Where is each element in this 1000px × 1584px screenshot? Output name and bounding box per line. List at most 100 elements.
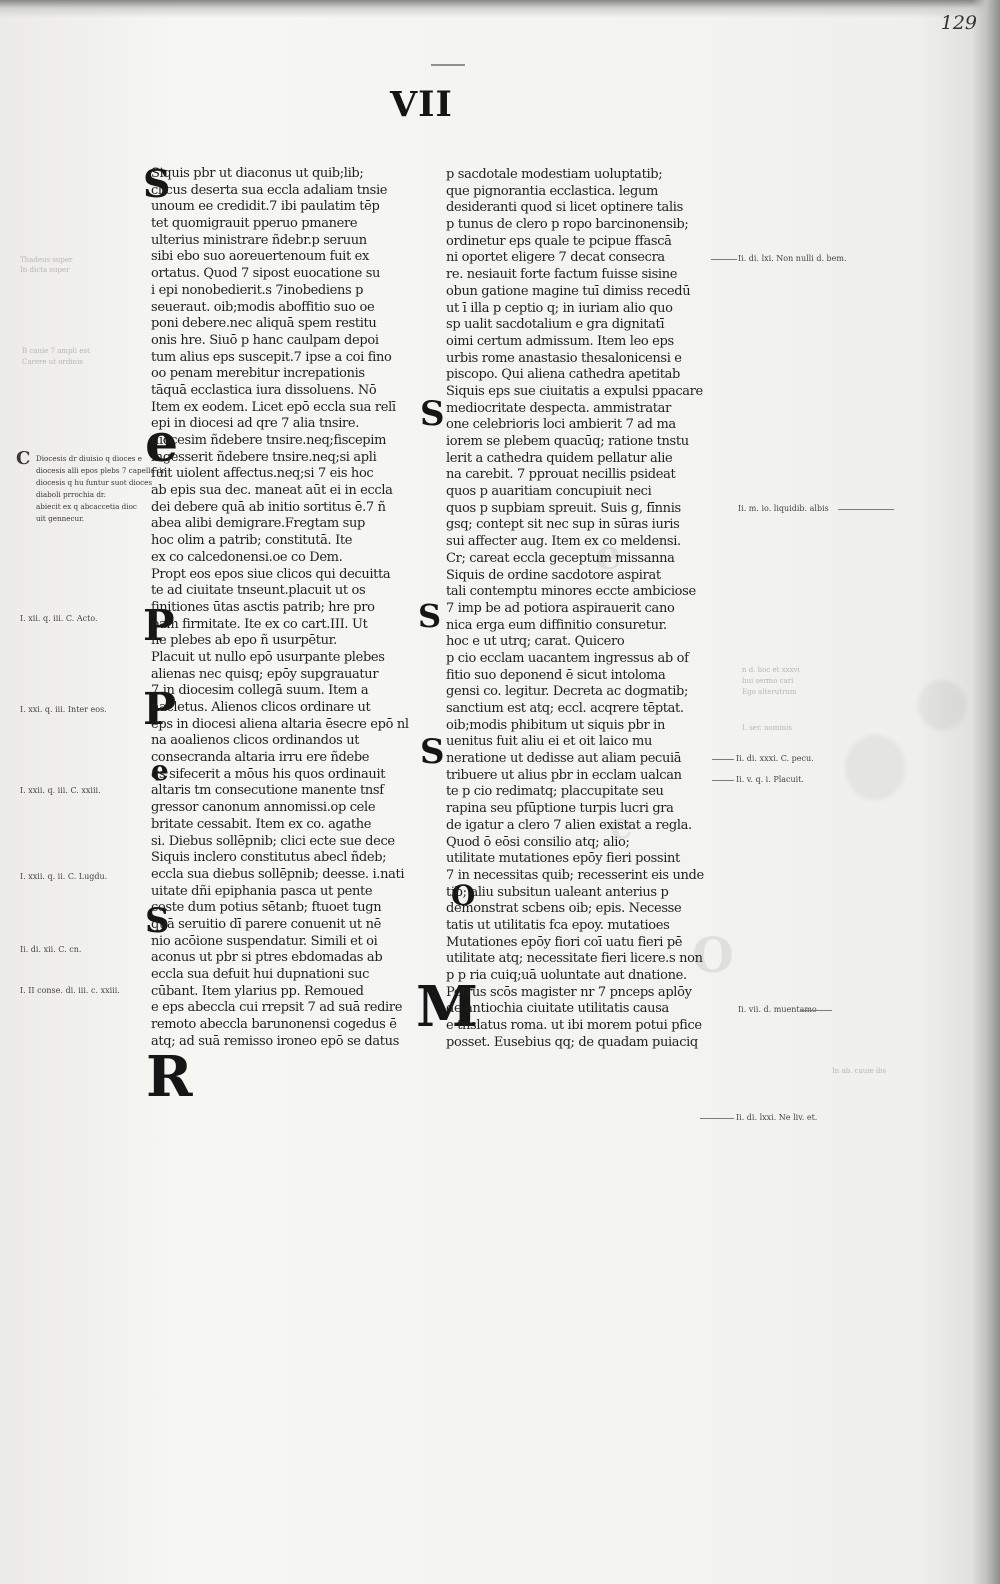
text-line: sui affecter aug. Item ex co meldensi. [446, 534, 681, 550]
text-line: gensi co. legitur. Decreta ac dogmatib; [446, 684, 689, 700]
text-line: cūbant. Item ylarius pp. Remoued [151, 983, 364, 999]
show-through-letter: e [595, 530, 622, 579]
text-line: demonstrat scbens oib; epis. Necesse [446, 901, 682, 917]
text-line: quos p auaritiam concupiuit neci [446, 484, 652, 500]
text-line: urbis rome anastasio thesalonicensi e [446, 350, 682, 366]
text-line: si. Diebus sollēpnib; clici ecte sue dec… [151, 833, 395, 849]
reference-leader-line [800, 1010, 832, 1011]
text-line: tib; aliu subsitun ualeant anterius p [446, 884, 669, 900]
reference-leader-line [700, 1118, 734, 1119]
text-line: oo penam merebitur increpationis [151, 366, 365, 382]
text-line: finitiones ūtas asctis patrib; hre pro [151, 599, 375, 615]
text-line: oib;modis phibitum ut siquis pbr in [446, 717, 665, 733]
text-line: ab epis sua dec. maneat aūt ei in eccla [151, 483, 393, 499]
text-line: te p cio redimatq; placcupitate seu [446, 784, 664, 800]
reference-leader-line [838, 509, 894, 510]
text-line: consecranda altaria irru ere ñdebe [151, 750, 370, 766]
text-line: Propt eos epos siue clicos qui decuitta [151, 566, 391, 582]
text-line: iorem se plebem quacūq; ratione tnstu [446, 434, 689, 449]
text-line: utilitate atq; necessitate fieri licere.… [446, 951, 703, 967]
decorated-initial: R [146, 1044, 193, 1110]
text-line: one celebrioris loci ambierit 7 ad ma [446, 417, 676, 433]
text-line: ordinetur eps quale te pcipue ffascā [446, 233, 672, 249]
text-line: lerit a cathedra quidem pellatur alie [446, 450, 673, 466]
decorated-initial: S [418, 597, 442, 635]
text-line: pam firmitate. Ite ex co cart.III. Ut [151, 616, 368, 632]
faint-margin-note: hui sermo cari [742, 677, 794, 685]
text-line: uitate dñi epiphania pasca ut pente [151, 883, 373, 899]
left-margin-reference: I. xxii. q. iii. C. xxiii. [20, 786, 101, 795]
text-line: diocesim ñdebere tnsire.neq;fiscepim [151, 433, 387, 448]
gloss-line: Diocesis dr diuisio q dioces e [36, 454, 142, 463]
text-line: Item ex eodem. Licet epō eccla sua relī [151, 399, 396, 415]
text-line: coste dum potius sētanb; ftuoet tugn [151, 900, 382, 916]
text-line: ni oportet eligere 7 decat consecra [446, 250, 665, 266]
text-line: tet quomigrauit pperuo pmanere [151, 216, 358, 232]
decorated-initial: M [416, 974, 478, 1040]
text-line: uenitus fuit aliu ei et oit laico mu [446, 734, 653, 750]
show-through-letter: e [610, 805, 633, 847]
right-margin-reference: Ii. di. lxxi. Ne liv. et. [736, 1113, 818, 1122]
text-line: clicus deserta sua eccla adaliam tnsie [151, 182, 388, 198]
decorated-initial: e [151, 754, 169, 787]
text-line: na carebit. 7 pprouat necillis psideat [446, 467, 676, 483]
left-margin-reference: I. II conse. di. iii. c. xxiii. [20, 986, 120, 995]
text-line: ut ī illa p ceptio q; in iuriam alio quo [446, 300, 673, 316]
reference-leader-line [712, 759, 734, 760]
text-line: sanctium est atq; eccl. acqrere tēptat. [446, 701, 684, 716]
text-line: p sacdotale modestiam uoluptatib; [446, 167, 663, 182]
page-smudge [845, 735, 905, 800]
text-line: britate cessabit. Item ex co. agathe [151, 816, 372, 832]
left-margin-reference: Ii. di. xii. C. cn. [20, 945, 82, 954]
right-margin-reference: Ii. di. lxi. Non nulli d. bem. [738, 254, 847, 263]
left-margin-reference: I. xii. q. iii. C. Acto. [20, 614, 98, 623]
text-line: hoc e ut utrq; carat. Quicero [446, 634, 625, 650]
left-margin-reference: I. xxii. q. ii. C. Lugdu. [20, 872, 108, 881]
text-line: 7 in diocesim collegā suum. Item a [151, 683, 369, 699]
text-line: 7 imp be ad potiora aspirauerit cano [446, 600, 675, 616]
decorated-initial: S [145, 901, 170, 941]
text-line: hoc olim a patrib; constitutā. Ite [151, 533, 353, 549]
page-heading: VII [390, 84, 453, 125]
text-line: mediocritate despecta. ammistratar [446, 400, 671, 416]
decorated-initial: S [143, 161, 171, 206]
text-line: poni debere.nec aliquā spem restitu [151, 316, 377, 332]
text-line: obun gatione magine tuī dimiss recedū [446, 283, 691, 299]
left-margin-reference: I. xxi. q. iii. Inter eos. [20, 705, 107, 714]
page-top-shadow [0, 0, 1000, 18]
text-line: nio acōione suspendatur. Simili et oi [151, 933, 378, 949]
text-line: e tnslatus roma. ut ibi morem potui pfic… [446, 1018, 702, 1034]
text-line: dei debere quā ab initio sortitus ē.7 ñ [151, 499, 386, 515]
decorated-initial: e [145, 413, 179, 474]
text-line: 7 in necessitas quib; recesserint eis un… [446, 867, 704, 883]
text-line: p p ria cuiq;uā uoluntate aut dnatione. [446, 968, 687, 983]
text-line: nacletus. Alienos clicos ordinare ut [151, 700, 371, 715]
text-line: de antiochia ciuitate utilitatis causa [446, 1001, 669, 1017]
faint-margin-note: Ego alterutrum [742, 688, 797, 696]
text-line: eccla sua diebus sollēpnib; deesse. i.na… [151, 866, 405, 882]
text-line: desideranti quod si licet optinere talis [446, 200, 683, 216]
faint-margin-note: Thadeus super [20, 256, 73, 264]
text-line: p cio ecclam uacantem ingressus ab of [446, 650, 689, 666]
text-line: unoum ee credidit.7 ibi paulatim tēp [151, 199, 380, 215]
decorated-initial: P [143, 684, 177, 735]
text-line: sibi ebo suo aoreuertenoum fuit ex [151, 249, 369, 265]
decorated-initial: P [143, 601, 175, 650]
text-line: onis hre. Siuō p hanc caulpam depoi [151, 332, 379, 348]
text-line: eccla sua defuit hui dupnationi suc [151, 967, 370, 982]
text-line: tribuere ut alius pbr in ecclam ualcan [446, 767, 682, 783]
text-line: Quod ō eōsi consilio atq; alio; [446, 834, 630, 850]
gloss-line: diocesis q hu funtur suot dioces [36, 478, 153, 487]
text-line: Petrus scōs magister nr 7 pnceps aplōy [446, 984, 692, 1000]
left-text-column: Siquis pbr ut diaconus ut quib;lib; clic… [151, 166, 409, 1050]
folio-number: 129 [940, 12, 977, 34]
gloss-initial: C [16, 448, 31, 469]
text-line: Siquis inclero constitutus abecl̄ ñdeb; [151, 850, 387, 866]
right-margin-reference: Ii. vii. d. muentamo [738, 1005, 817, 1014]
text-line: epi in diocesi ad qre 7 alia tnsire. [151, 416, 359, 432]
text-line: eps in diocesi aliena altaria ēsecre epō… [151, 716, 409, 732]
text-line: gsq; contept sit nec sup in sūras iuris [446, 517, 680, 533]
page-smudge [918, 680, 966, 730]
text-line: Mutationes epōy fiori coī uatu fieri pē [446, 934, 683, 950]
